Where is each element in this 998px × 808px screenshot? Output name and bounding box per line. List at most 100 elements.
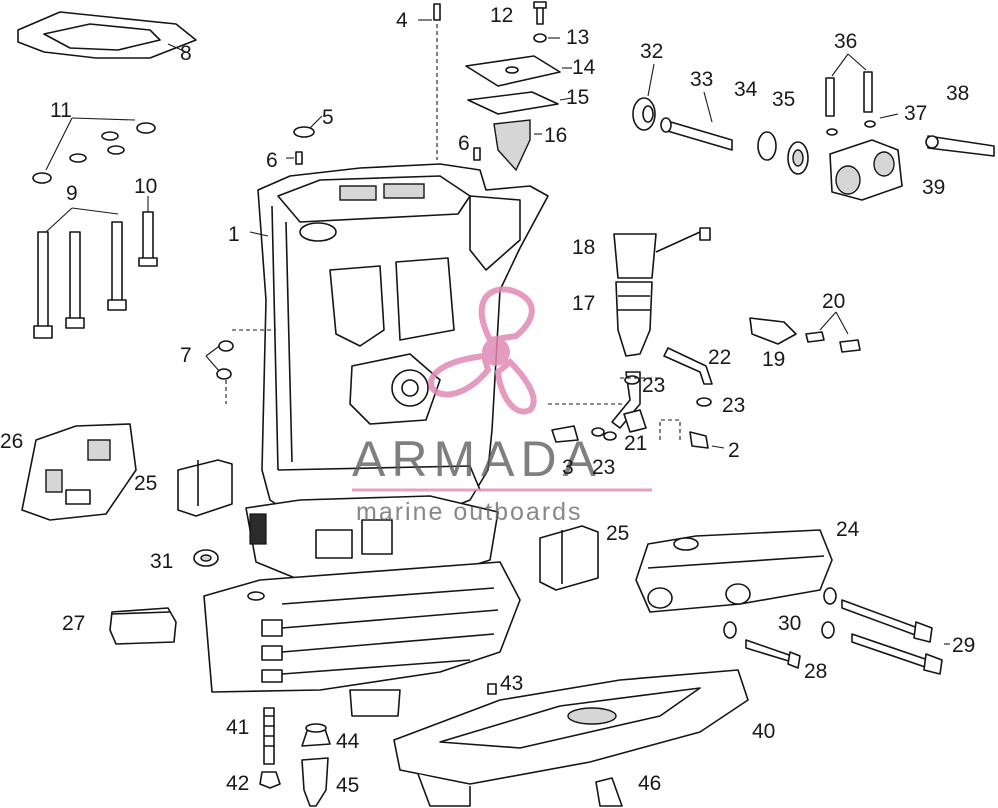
stud-part-41	[263, 707, 275, 765]
screw-part-12	[533, 1, 547, 25]
callout-19: 19	[762, 348, 785, 371]
callout-13: 13	[566, 26, 589, 49]
watermark-tagline: marine outboards	[356, 498, 583, 526]
callout-38: 38	[946, 82, 969, 105]
callout-46: 46	[638, 772, 661, 795]
armada-watermark: ARMADA marine outboards	[352, 286, 652, 526]
callout-23-right: 23	[722, 394, 745, 417]
mount-cover-part-24	[635, 529, 833, 613]
callout-22: 22	[708, 346, 731, 369]
bolts-part-9	[33, 207, 127, 339]
callout-16: 16	[544, 124, 567, 147]
washers-part-37	[826, 113, 899, 136]
bushing-part-32	[632, 63, 656, 131]
washer-part-34	[757, 131, 777, 161]
callout-3: 3	[562, 456, 574, 479]
filter-screen-part-16	[493, 119, 542, 172]
callout-32: 32	[640, 40, 663, 63]
gasket-part-8	[17, 11, 197, 59]
rubber-mount-part-25-right	[539, 525, 599, 591]
callout-44: 44	[336, 730, 360, 753]
callout-23-mid: 23	[642, 374, 665, 397]
nuts-part-7	[205, 329, 276, 404]
filter-cap-part-18	[613, 227, 711, 279]
callout-36: 36	[834, 30, 857, 53]
screws-part-20	[805, 311, 861, 353]
callout-1: 1	[228, 223, 240, 246]
callout-40: 40	[752, 720, 775, 743]
callout-15: 15	[566, 86, 589, 109]
callout-26: 26	[0, 430, 23, 453]
callout-34: 34	[734, 78, 758, 101]
bushing-part-35	[787, 141, 809, 175]
washers-part-30	[723, 587, 837, 639]
callout-21: 21	[624, 432, 647, 455]
callout-27: 27	[62, 612, 85, 635]
lower-mount-bracket	[245, 495, 499, 581]
callout-17: 17	[572, 292, 595, 315]
callout-25-left: 25	[134, 472, 157, 495]
nut-part-42	[259, 771, 281, 789]
washers-part-11	[32, 117, 156, 184]
callout-6-left: 6	[266, 149, 278, 172]
anode-part-46	[595, 777, 623, 807]
screws-part-36	[825, 53, 873, 117]
bolt-part-10	[138, 196, 158, 267]
callout-30: 30	[778, 612, 801, 635]
callout-29: 29	[952, 634, 975, 657]
callout-25-right: 25	[606, 522, 629, 545]
callout-12: 12	[490, 4, 513, 27]
callout-7: 7	[180, 344, 192, 367]
callout-2: 2	[728, 439, 740, 462]
grommet-part-44	[301, 723, 331, 747]
callout-23-lower: 23	[592, 456, 615, 479]
callout-39: 39	[922, 176, 945, 199]
callout-5: 5	[322, 106, 334, 129]
elbow-part-21	[623, 409, 647, 433]
dashed-assembly-lines	[548, 377, 681, 440]
callout-14: 14	[572, 56, 596, 79]
callout-33: 33	[690, 68, 713, 91]
plug-part-43	[487, 683, 497, 695]
callout-9: 9	[66, 182, 78, 205]
fitting-part-3	[551, 425, 579, 443]
callout-4: 4	[396, 9, 408, 32]
callout-10: 10	[134, 175, 157, 198]
washer-part-13	[533, 33, 560, 43]
bracket-part-26	[21, 423, 137, 521]
callout-24: 24	[836, 518, 860, 541]
grommets-part-23	[591, 375, 712, 441]
bolts-part-29	[841, 599, 950, 675]
callout-28: 28	[804, 660, 827, 683]
shaft-part-33	[660, 91, 733, 151]
rubber-mount-part-25-left	[177, 459, 233, 517]
callout-35: 35	[772, 88, 795, 111]
gasket-part-15	[467, 91, 573, 115]
pin-part-6-left	[286, 151, 303, 165]
callout-31: 31	[150, 550, 173, 573]
callout-43: 43	[500, 672, 523, 695]
callout-labels: 1 2 3 4 5 6 6 7 8 9 10 11 12 13 14 15 16…	[0, 4, 975, 797]
callout-42: 42	[226, 772, 249, 795]
block-part-27	[109, 607, 177, 645]
watermark-brand: ARMADA	[352, 431, 602, 487]
fitting-part-2	[689, 431, 725, 449]
tube-part-45	[301, 757, 329, 807]
callout-11: 11	[50, 99, 72, 122]
propeller-logo-icon	[428, 286, 537, 415]
cover-plate-part-14	[465, 55, 572, 87]
mount-bracket-part-39	[829, 139, 903, 201]
lower-plate-part-40	[393, 669, 749, 807]
callout-45: 45	[336, 774, 359, 797]
clamp-part-19	[749, 317, 797, 345]
callout-41: 41	[226, 716, 249, 739]
lower-housing-skirt	[203, 561, 521, 717]
callout-37: 37	[904, 102, 927, 125]
bolt-part-28	[745, 639, 801, 669]
callout-18: 18	[572, 236, 595, 259]
washer-part-31	[193, 549, 219, 567]
stud-part-4	[418, 3, 441, 160]
callout-8: 8	[180, 42, 192, 65]
hose-part-22	[611, 347, 713, 429]
